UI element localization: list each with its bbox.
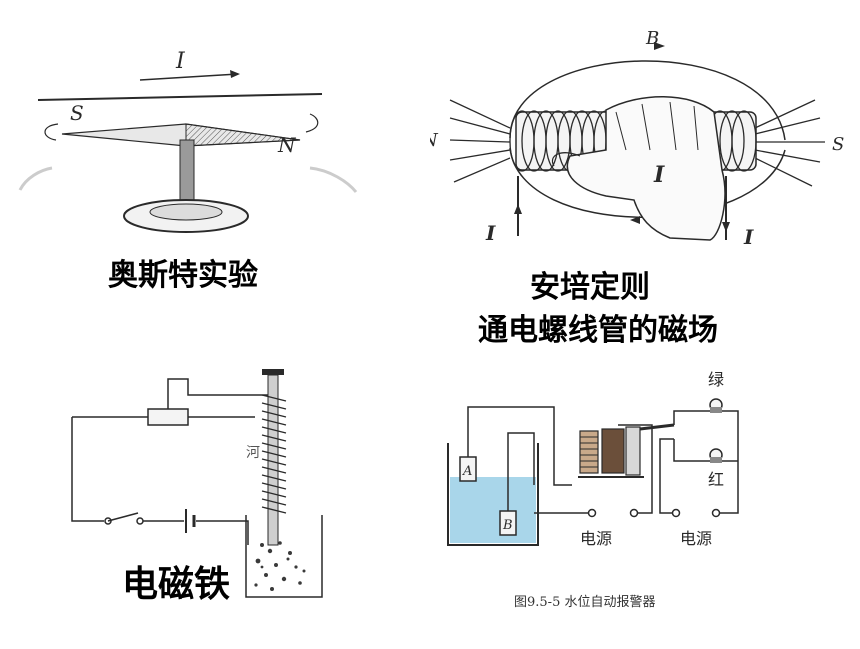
- wire-electrode-b: [507, 432, 535, 511]
- relay-coil-left: [579, 430, 599, 474]
- current-label-inside: I: [653, 162, 665, 188]
- oersted-diagram: I S N: [18, 49, 358, 233]
- switch-contact-right: [136, 517, 144, 525]
- red-lamp-label: 红: [708, 470, 724, 489]
- water-level-alarm-panel: A B 绿 红 电源 电源 图9.5-5 水位: [430, 345, 860, 645]
- filings-tray: [245, 515, 323, 598]
- field-label: B: [645, 28, 659, 49]
- water-alarm-diagram: A B 绿 红: [447, 370, 739, 546]
- current-label: I: [175, 49, 186, 74]
- current-arrow-head: [230, 70, 240, 78]
- rheostat: [147, 408, 189, 426]
- hand-fingers: [615, 101, 699, 151]
- right-hand: [566, 96, 726, 241]
- wire-lamp-return: [720, 410, 739, 514]
- current-arrow: [139, 73, 239, 81]
- current-label-left: I: [485, 221, 496, 245]
- rotation-arrow-right: [305, 113, 319, 133]
- electromagnet-diagram: 河: [71, 369, 323, 598]
- circuit-wire-battery: [196, 520, 249, 545]
- ampere-caption-line2: 通电螺线管的磁场: [478, 313, 718, 348]
- wire-electrode-a: [467, 406, 572, 486]
- north-label: N: [430, 130, 439, 151]
- rheostat-slider-wire: [167, 378, 270, 409]
- field-lines-right: [754, 99, 825, 187]
- electromagnet-panel: 河 电磁铁: [0, 345, 430, 645]
- water: [450, 477, 536, 543]
- south-label: S: [832, 134, 844, 155]
- relay-iron-core: [601, 428, 625, 474]
- south-pole-label: S: [70, 101, 84, 125]
- relay-switch-arm: [639, 423, 675, 431]
- switch-lever: [107, 512, 139, 522]
- wire-to-green-lamp: [673, 410, 710, 425]
- wire-power-to-switch: [659, 438, 674, 514]
- hand-thumb: [551, 152, 581, 167]
- green-lamp-base: [710, 407, 722, 413]
- electrode-b-label: B: [502, 518, 513, 533]
- north-pole-label: N: [277, 133, 297, 157]
- red-lamp-base: [710, 457, 722, 463]
- compass-base-top: [149, 203, 223, 221]
- relay-armature: [625, 426, 641, 476]
- field-lines-left: [449, 99, 511, 183]
- coil-label: 河: [246, 445, 260, 461]
- nail-coil: [261, 394, 287, 514]
- ampere-rule-panel: B N S: [421, 0, 860, 348]
- compass-needle-north-half: [185, 123, 301, 147]
- current-wire: [37, 93, 323, 101]
- power-label-right: 电源: [680, 529, 713, 548]
- power-terminal-3: [671, 508, 681, 518]
- figure-caption: 图9.5-5 水位自动报警器: [514, 595, 656, 610]
- rotation-arrow-left: [44, 123, 59, 141]
- green-lamp-label: 绿: [708, 370, 724, 389]
- current-label-right: I: [743, 225, 754, 249]
- solenoid-diagram: B N S: [421, 28, 844, 249]
- field-arrow-bottom: [630, 216, 640, 224]
- power-terminal-4: [711, 508, 721, 518]
- nail-head: [262, 369, 284, 375]
- wire-power-to-relay: [618, 424, 653, 514]
- water-container: [447, 443, 539, 546]
- iron-filings: [254, 541, 306, 591]
- oersted-caption: 奥斯特实验: [108, 258, 258, 293]
- electromagnet-caption: 电磁铁: [122, 564, 231, 605]
- ampere-caption-line1: 安培定则: [530, 270, 650, 305]
- wire-to-red-lamp: [673, 439, 710, 462]
- circuit-wire-left: [71, 417, 104, 522]
- field-line-top: [509, 60, 786, 141]
- power-terminal-2: [629, 508, 639, 518]
- lead-left-arrow: [514, 204, 522, 214]
- faint-shadow-left: [18, 166, 53, 191]
- power-terminal-1: [587, 508, 597, 518]
- power-label-left: 电源: [580, 529, 613, 548]
- field-arrow-top: [654, 42, 665, 50]
- lead-right-arrow: [722, 222, 730, 232]
- electrode-a-label: A: [462, 464, 472, 479]
- oersted-experiment-panel: I S N 奥斯特实验: [0, 0, 430, 300]
- iron-nail: [267, 374, 279, 546]
- relay-coil-windings: [580, 436, 598, 468]
- faint-shadow-right: [309, 166, 358, 193]
